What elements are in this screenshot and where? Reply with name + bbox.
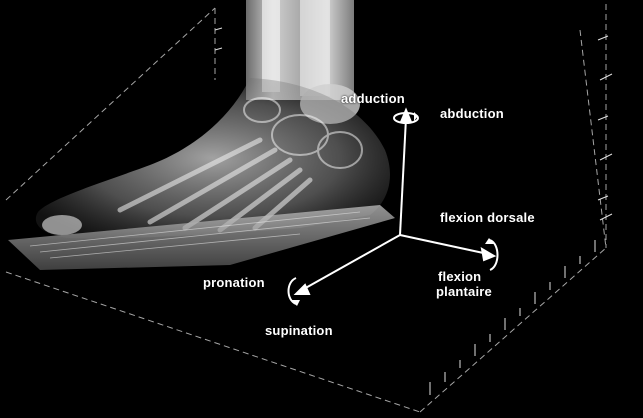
label-flexion-dorsale: flexion dorsale: [440, 211, 535, 225]
label-pronation: pronation: [203, 276, 265, 290]
label-supination: supination: [265, 324, 333, 338]
label-flexion-plantaire-line2: plantaire: [436, 285, 492, 299]
label-flexion-plantaire-line1: flexion: [438, 270, 481, 284]
label-abduction: abduction: [440, 107, 504, 121]
label-adduction: adduction: [341, 92, 405, 106]
